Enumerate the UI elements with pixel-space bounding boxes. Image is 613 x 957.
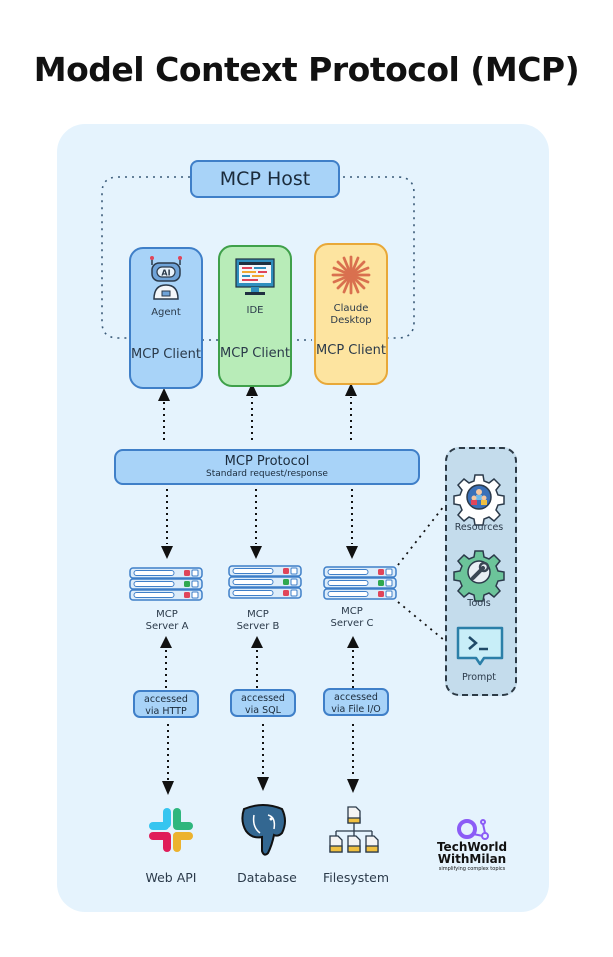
status-led — [378, 569, 384, 575]
server-rack-icon — [129, 567, 203, 601]
server-rack-icon — [228, 565, 302, 599]
client-name: IDE — [246, 305, 264, 316]
ide-monitor-icon — [235, 258, 275, 295]
client-label: MCP Client — [316, 343, 386, 358]
protocol-subtitle: Standard request/response — [206, 469, 328, 479]
status-led — [184, 581, 190, 587]
mcp-protocol-bar: MCP Protocol Standard request/response — [114, 449, 420, 485]
server-rack-icon — [323, 566, 397, 600]
arrow-down-icon — [250, 546, 262, 559]
arrow-up-icon — [246, 383, 258, 396]
client-name: Agent — [151, 307, 181, 318]
backend-label: Filesystem — [322, 870, 390, 885]
status-led — [283, 590, 289, 596]
tools-gear-icon — [453, 550, 505, 602]
status-led — [378, 580, 384, 586]
robot-ai-icon: AI — [150, 256, 182, 300]
client-label: MCP Client — [131, 347, 201, 362]
capability-label: Tools — [467, 598, 491, 609]
status-led — [378, 591, 384, 597]
arrow-down-icon — [346, 546, 358, 559]
status-led — [184, 592, 190, 598]
backend-label: Database — [237, 870, 297, 885]
arrow-down-icon — [162, 781, 174, 795]
arrow-down-icon — [161, 546, 173, 559]
arrow-down-icon — [257, 777, 269, 791]
arrow-up-icon — [158, 388, 170, 401]
arrow-up-icon — [347, 636, 359, 648]
arrow-down-icon — [347, 779, 359, 793]
client-ide: IDE MCP Client — [218, 245, 292, 387]
arrow-up-icon — [345, 383, 357, 396]
slack-logo-icon — [149, 808, 193, 852]
host-boundary — [101, 176, 190, 339]
mcp-host-box: MCP Host — [190, 160, 340, 198]
arrow-up-icon — [160, 636, 172, 648]
status-led — [283, 568, 289, 574]
client-name: Claude Desktop — [330, 303, 372, 326]
status-led — [283, 579, 289, 585]
brand-logo-icon — [457, 819, 489, 840]
capability-label: Prompt — [461, 672, 497, 683]
prompt-terminal-icon — [456, 626, 504, 666]
capability-label: Resources — [454, 522, 504, 533]
client-agent: AI Agent MCP Client — [129, 247, 203, 389]
client-label: MCP Client — [220, 346, 290, 361]
backend-label: Web API — [145, 870, 197, 885]
client-claude-desktop: Claude Desktop MCP Client — [314, 243, 388, 385]
resources-gear-icon — [453, 474, 505, 526]
brand-tagline: simplifying complex topics — [438, 866, 506, 872]
file-tree-icon — [329, 806, 379, 853]
postgres-elephant-icon — [241, 804, 286, 856]
page-title: Model Context Protocol (MCP) — [33, 50, 580, 89]
arrow-up-icon — [251, 636, 263, 648]
status-led — [184, 570, 190, 576]
claude-starburst-icon — [331, 255, 371, 295]
svg-text:AI: AI — [161, 269, 170, 278]
protocol-title: MCP Protocol — [224, 454, 310, 469]
